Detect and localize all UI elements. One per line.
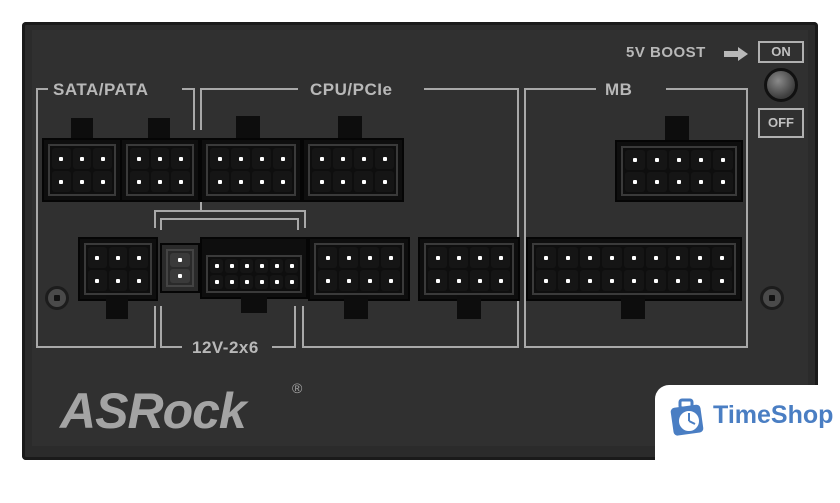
- clock-bag-icon: [668, 398, 704, 436]
- boost-on-indicator: ON: [758, 41, 804, 63]
- timeshop-text: TimeShop: [713, 401, 834, 429]
- connector-latch: [621, 295, 645, 319]
- connector-latch: [241, 295, 267, 313]
- mounting-screw-icon: [760, 286, 784, 310]
- section-label-sata-pata: SATA/PATA: [53, 80, 149, 99]
- section-label-cpu-pcie: CPU/PCIe: [310, 80, 393, 99]
- connector-latch: [236, 116, 260, 140]
- registered-mark: ®: [292, 380, 303, 396]
- connector-latch: [148, 118, 170, 140]
- boost-toggle-button[interactable]: [764, 68, 798, 102]
- sata-pata-port-1[interactable]: [42, 138, 122, 202]
- cpu-pcie-port-2[interactable]: [302, 138, 404, 202]
- connector-latch: [71, 118, 93, 140]
- mb-port-main[interactable]: [526, 237, 742, 301]
- cpu-pcie-port-1[interactable]: [200, 138, 302, 202]
- section-label-mb: MB: [605, 80, 633, 99]
- cpu-pcie-port-3[interactable]: [308, 237, 410, 301]
- arrow-right-icon: [724, 47, 750, 61]
- 12v-2x6-sense-port[interactable]: [160, 243, 200, 293]
- connector-latch: [665, 116, 689, 142]
- timeshop-watermark: TimeShop: [655, 385, 840, 503]
- connector-latch: [338, 116, 362, 140]
- asrock-logo: ASRock: [60, 383, 247, 439]
- mb-port-10pin[interactable]: [615, 140, 743, 202]
- sata-pata-port-2[interactable]: [120, 138, 200, 202]
- connector-latch: [457, 295, 481, 319]
- boost-label: 5V BOOST: [626, 44, 706, 61]
- connector-latch: [344, 295, 368, 319]
- section-label-12v-2x6: 12V-2x6: [192, 338, 259, 357]
- connector-latch: [106, 295, 128, 319]
- 12v-2x6-port[interactable]: [200, 237, 308, 299]
- sata-pata-port-3[interactable]: [78, 237, 158, 301]
- mounting-screw-icon: [45, 286, 69, 310]
- cpu-pcie-port-4[interactable]: [418, 237, 520, 301]
- boost-off-indicator: OFF: [758, 108, 804, 138]
